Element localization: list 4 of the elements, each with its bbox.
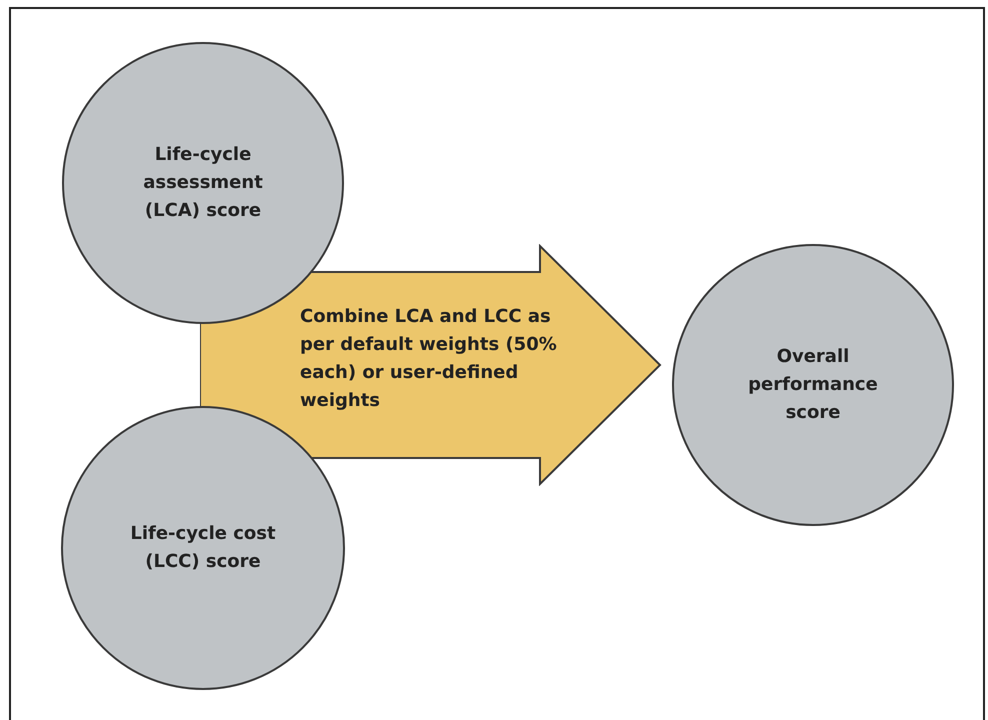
score-label: Life-cycle assessment (LCA) score [142, 143, 264, 223]
arrow-label: Combine LCA and LCC as per default weights (50% each) or user-defined weights [300, 305, 558, 413]
score-label: Overall performance score [747, 345, 879, 425]
score-label: Life-cycle cost (LCC) score [129, 522, 277, 574]
